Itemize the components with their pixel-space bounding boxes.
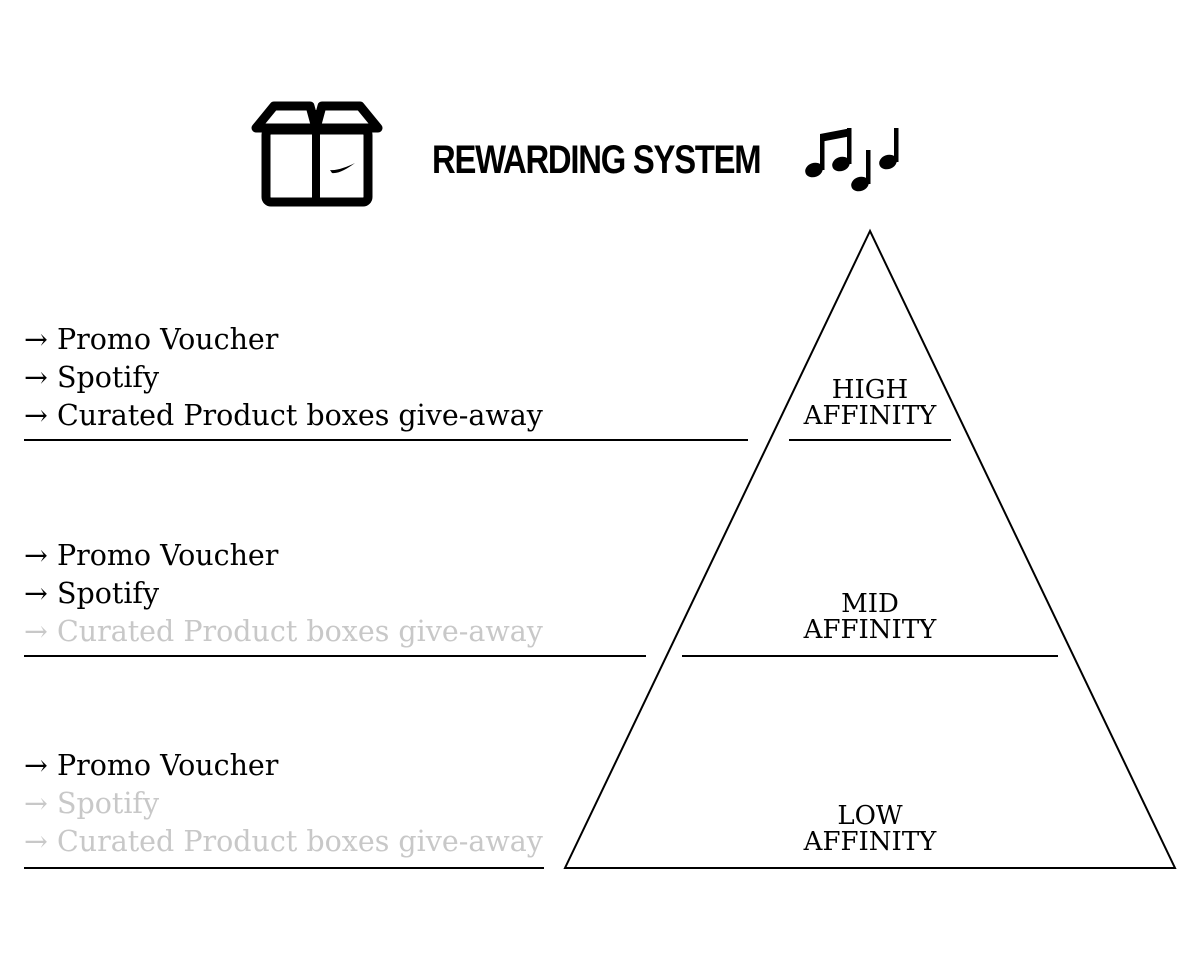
music-notes-icon: [805, 128, 899, 192]
level-label-line: HIGH: [831, 375, 909, 405]
level-label-line: AFFINITY: [803, 401, 937, 431]
reward-item: → Curated Product boxes give-away: [24, 825, 543, 858]
low-affinity-rewards-list: → Promo Voucher → Spotify → Curated Prod…: [24, 747, 543, 861]
level-label-line: AFFINITY: [803, 615, 937, 645]
level-label-line: AFFINITY: [803, 827, 937, 857]
level-label-line: LOW: [837, 801, 903, 831]
reward-item: → Promo Voucher: [24, 749, 279, 782]
reward-item: → Curated Product boxes give-away: [24, 615, 543, 648]
low-affinity-label: LOW AFFINITY: [770, 803, 970, 855]
mid-affinity-rewards-list: → Promo Voucher → Spotify → Curated Prod…: [24, 537, 543, 651]
low-tier-divider: [24, 867, 544, 869]
pyramid-outline: [563, 228, 1177, 869]
mid-affinity-label: MID AFFINITY: [770, 591, 970, 643]
reward-item: → Spotify: [24, 361, 160, 394]
swoosh-icon: [330, 163, 355, 174]
high-tier-divider: [24, 439, 748, 441]
page-title: REWARDING SYSTEM: [432, 138, 762, 182]
reward-item: → Curated Product boxes give-away: [24, 399, 543, 432]
high-affinity-rewards-list: → Promo Voucher → Spotify → Curated Prod…: [24, 321, 543, 435]
level-label-line: MID: [841, 589, 899, 619]
reward-item: → Promo Voucher: [24, 539, 279, 572]
high-affinity-label: HIGH AFFINITY: [770, 377, 970, 429]
open-box-icon: [251, 101, 383, 207]
reward-item: → Promo Voucher: [24, 323, 279, 356]
reward-item: → Spotify: [24, 787, 160, 820]
reward-item: → Spotify: [24, 577, 160, 610]
mid-tier-divider: [24, 655, 646, 657]
